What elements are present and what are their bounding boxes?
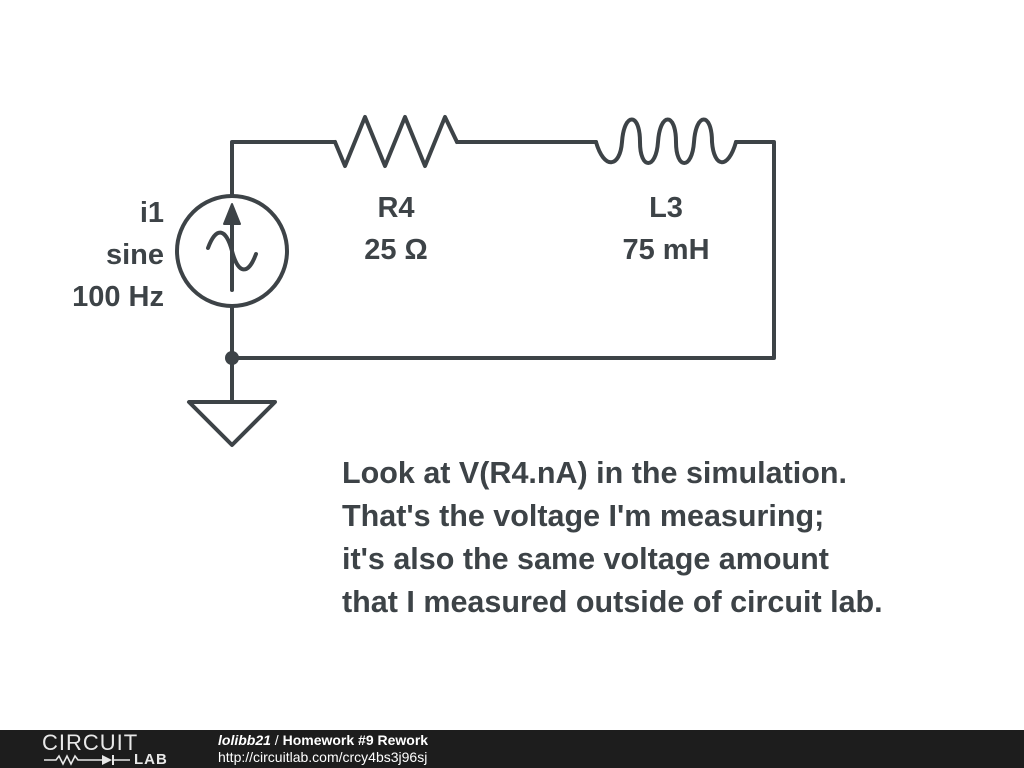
circuit-meta: lolibb21 / Homework #9 Rework http://cir… — [218, 732, 428, 766]
current-source-i1-symbol — [175, 194, 289, 308]
note-line: That's the voltage I'm measuring; — [342, 499, 825, 533]
resistor-r4-symbol — [333, 115, 459, 168]
wires — [230, 140, 776, 404]
source-name-label: i1 — [140, 197, 164, 229]
circuitlab-logo[interactable]: CIRCUIT LAB — [42, 730, 177, 768]
resistor-name-label: R4 — [377, 192, 414, 224]
note-line: Look at V(R4.nA) in the simulation. — [342, 456, 847, 490]
wire-right — [230, 140, 776, 360]
circuit-url-link[interactable]: http://circuitlab.com/crcy4bs3j96sj — [218, 749, 428, 765]
source-frequency-label: 100 Hz — [72, 281, 164, 313]
logo-text-bottom: LAB — [134, 751, 168, 768]
resistor-value-label: 25 Ω — [364, 234, 428, 266]
inductor-l3-symbol — [594, 117, 738, 165]
circuit-schematic: i1 sine 100 Hz R4 25 Ω L3 75 mH — [72, 115, 776, 447]
ground-symbol — [187, 400, 277, 447]
meta-separator: / — [274, 732, 279, 748]
footer-bar: CIRCUIT LAB lolibb21 / Homework #9 Rewor… — [0, 730, 1024, 768]
author-link[interactable]: lolibb21 — [218, 732, 271, 748]
inductor-name-label: L3 — [649, 192, 683, 224]
junction-node — [225, 351, 239, 365]
note-line: it's also the same voltage amount — [342, 542, 829, 576]
circuit-title[interactable]: Homework #9 Rework — [282, 732, 429, 748]
note-line: that I measured outside of circuit lab. — [342, 585, 883, 619]
annotation-note: Look at V(R4.nA) in the simulation. That… — [342, 452, 1002, 624]
wire-top-left — [230, 140, 337, 198]
source-type-label: sine — [106, 239, 164, 271]
inductor-value-label: 75 mH — [622, 234, 709, 266]
logo-resistor-diode-icon — [44, 754, 130, 766]
logo-text-top: CIRCUIT — [42, 730, 139, 755]
